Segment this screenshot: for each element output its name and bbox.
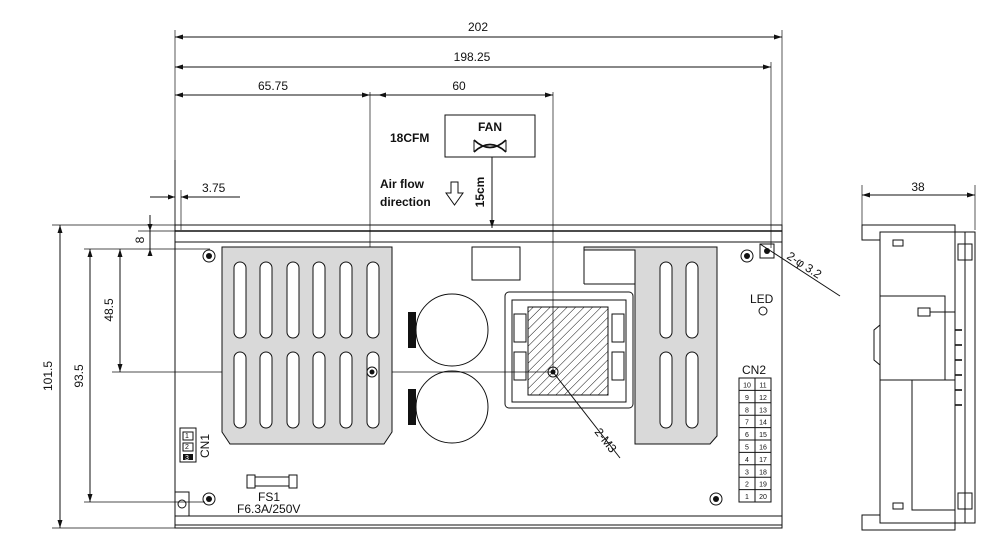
cn1-pin-label: 1: [185, 433, 189, 440]
cn1-pin-label: 3: [185, 455, 189, 462]
led-label: LED: [750, 292, 774, 306]
dim-overall-height: 101.5: [41, 224, 180, 529]
cn2-pin-label: 2: [745, 482, 749, 489]
dim-8-label: 8: [133, 236, 147, 243]
dim-hole-y: 48.5: [102, 249, 553, 373]
side-transformer: [911, 379, 956, 511]
left-vent-slots: [233, 261, 380, 429]
transformer-tab: [513, 313, 527, 343]
side-view: 38: [861, 180, 976, 531]
transformer-frame: [511, 299, 627, 403]
screw-thread-label: 2-M3: [592, 425, 620, 455]
right-vent-panel: [583, 246, 718, 445]
chassis-outline: [174, 224, 783, 529]
cn2-pin-label: 6: [745, 432, 749, 439]
fuse-label: FS1: [258, 490, 280, 504]
cn1-connector: 1 2 3: [179, 427, 197, 463]
arrow-down-icon: [445, 181, 464, 206]
dim-65-label: 65.75: [258, 79, 288, 93]
mount-holes-label: 2-φ 3.2: [784, 249, 824, 282]
transformer-tab: [611, 313, 625, 343]
dim-mount-span: 198.25: [175, 50, 772, 248]
cn2-connector: 10 11 9 12 8 13 7 14 6 15 5 16 4 17 3 18 2 19 1 20: [738, 377, 772, 503]
dim-93-label: 93.5: [72, 364, 86, 388]
cn2-pin-label: 13: [759, 407, 767, 414]
mount-hole-box: [759, 243, 775, 259]
fuse-rating-label: F6.3A/250V: [237, 502, 300, 516]
cn2-pin-label: 17: [759, 457, 767, 464]
dim-edge-offset: 3.75: [150, 160, 240, 230]
cn2-pin-label: 9: [745, 395, 749, 402]
cn2-pin-label: 4: [745, 457, 749, 464]
transformer-core: [527, 306, 609, 396]
transformer-tab: [513, 351, 527, 381]
corner-screws: [202, 249, 754, 506]
fuse: [246, 474, 298, 489]
fan-icon: [473, 139, 507, 153]
right-vent-slots: [659, 261, 699, 429]
inner-bracket-left: [471, 246, 521, 281]
cn2-pin-label: 10: [743, 383, 751, 390]
cn1-label: CN1: [198, 434, 212, 458]
dim-60-label: 60: [452, 79, 466, 93]
cn2-pin-label: 15: [759, 432, 767, 439]
capacitor-bottom-band: [408, 389, 416, 425]
m3-hole-left: [366, 366, 378, 378]
dim-38-label: 38: [911, 180, 925, 194]
airflow-direction-line1: Air flow: [380, 177, 425, 191]
side-top-rail: [861, 224, 956, 241]
chassis-top-view: 2-M3 2-φ 3.2 LED 1 2 3 CN1 FS1 F6: [174, 224, 841, 529]
transformer-tab: [611, 351, 625, 381]
cn2-pin-label: 3: [745, 469, 749, 476]
fan-block: FAN 18CFM Air flow direction 15cm: [380, 114, 536, 228]
capacitor-top: [415, 293, 489, 367]
cn2-pin-label: 20: [759, 494, 767, 501]
cn2-pin-label: 19: [759, 482, 767, 489]
cn2-pin-label: 11: [759, 383, 766, 390]
m3-hole-right: [547, 366, 559, 378]
cn2-pin-label: 7: [745, 420, 749, 427]
dim-3-75-label: 3.75: [202, 181, 226, 195]
cn1-pin-label: 2: [185, 444, 189, 451]
fan-distance-label: 15cm: [473, 177, 487, 208]
dim-48-label: 48.5: [102, 298, 116, 322]
airflow-label: 18CFM: [390, 131, 429, 145]
cn2-pin-label: 1: [745, 494, 749, 501]
cn2-pin-label: 16: [759, 445, 767, 452]
cn2-pin-label: 5: [745, 445, 749, 452]
cn2-label: CN2: [742, 363, 766, 377]
cn2-pin-label: 18: [759, 469, 767, 476]
fan-label: FAN: [478, 120, 502, 134]
side-bottom-rail: [861, 514, 956, 531]
dim-202-label: 202: [468, 20, 488, 34]
side-fan-body: [880, 295, 946, 381]
dim-mount-height: 93.5: [72, 248, 210, 503]
dim-101-label: 101.5: [41, 361, 55, 391]
led-indicator: [758, 306, 768, 316]
dim-top-offset: 8: [133, 215, 175, 256]
left-tab: [174, 491, 190, 517]
cn2-pin-label: 8: [745, 407, 749, 414]
airflow-direction-line2: direction: [380, 195, 431, 209]
cn2-pin-label: 14: [759, 420, 767, 427]
fan-box: [444, 114, 536, 158]
cn2-pin-label: 12: [759, 395, 767, 402]
transformer-bracket: [504, 291, 634, 409]
capacitor-bottom: [415, 370, 489, 444]
dim-198-label: 198.25: [454, 50, 491, 64]
capacitor-top-band: [408, 312, 416, 348]
side-pins: [955, 329, 962, 406]
